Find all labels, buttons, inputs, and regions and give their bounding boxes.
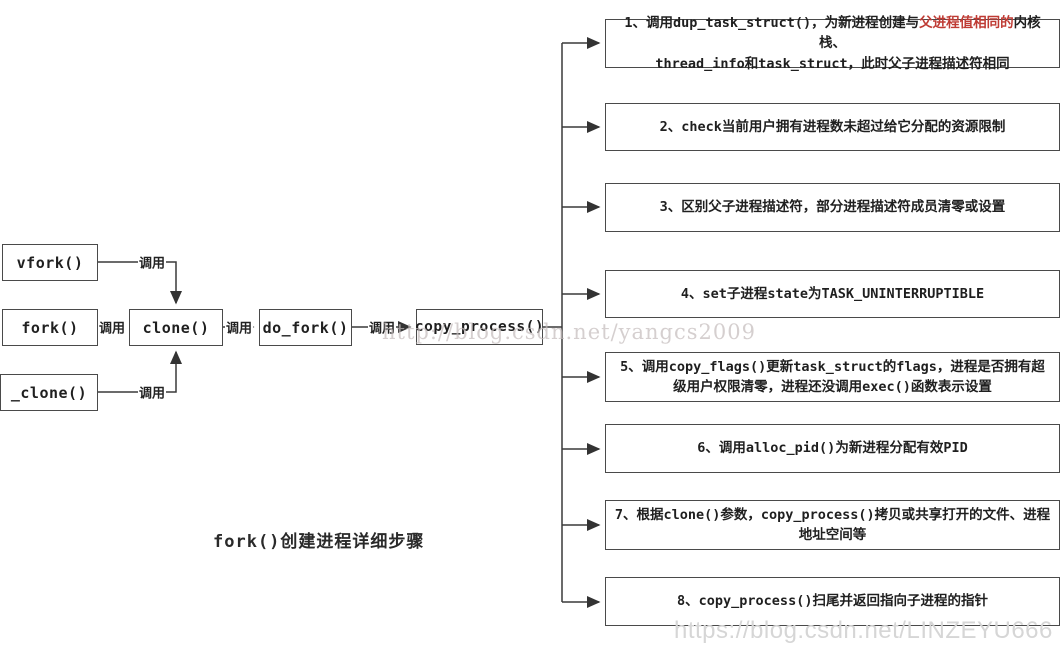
call-label-underscore-clone: 调用 <box>137 382 167 402</box>
call-label-fork: 调用 <box>97 317 127 337</box>
step-box-4: 4、set子进程state为TASK_UNINTERRUPTIBLE <box>605 270 1060 318</box>
step-box-7: 7、根据clone()参数，copy_process()拷贝或共享打开的文件、进… <box>605 500 1060 550</box>
step-1-pre: 1、调用dup_task_struct()，为新进程创建与 <box>624 15 920 32</box>
step-1-line2: thread_info和task_struct，此时父子进程描述符相同 <box>655 55 1010 72</box>
node-copy-process: copy_process() <box>415 309 544 345</box>
step-box-5: 5、调用copy_flags()更新task_struct的flags，进程是否… <box>605 352 1060 402</box>
step-1-highlight: 父进程值相同的 <box>919 15 1014 32</box>
node-clone: clone() <box>129 309 223 346</box>
call-label-vfork: 调用 <box>137 252 167 272</box>
node-underscore-clone: _clone() <box>0 374 98 411</box>
node-fork: fork() <box>2 309 98 346</box>
node-do-fork: do_fork() <box>259 309 352 346</box>
step-box-2: 2、check当前用户拥有进程数未超过给它分配的资源限制 <box>605 103 1060 151</box>
step-box-6: 6、调用alloc_pid()为新进程分配有效PID <box>605 424 1060 473</box>
diagram-caption: fork()创建进程详细步骤 <box>213 532 425 552</box>
step-1-post: 内核栈、 <box>819 15 1041 52</box>
step-box-8: 8、copy_process()扫尾并返回指向子进程的指针 <box>605 577 1060 626</box>
call-label-clone-dofork: 调用 <box>224 317 254 337</box>
step-1-text: 1、调用dup_task_struct()，为新进程创建与父进程值相同的内核栈、… <box>614 13 1051 74</box>
step-box-3: 3、区别父子进程描述符，部分进程描述符成员清零或设置 <box>605 183 1060 232</box>
call-label-dofork-copyprocess: 调用 <box>367 317 397 337</box>
node-vfork: vfork() <box>2 244 98 281</box>
step-box-1: 1、调用dup_task_struct()，为新进程创建与父进程值相同的内核栈、… <box>605 15 1060 72</box>
